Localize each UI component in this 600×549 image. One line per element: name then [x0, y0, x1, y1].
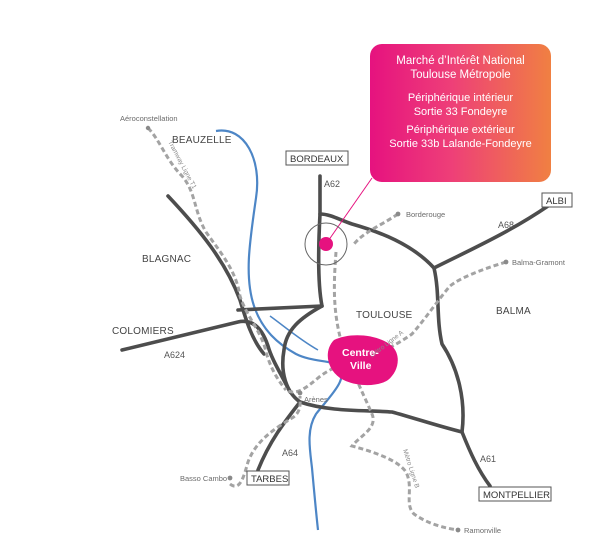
- info-exit1-line1: Périphérique intérieur: [407, 92, 514, 104]
- label-centre-ville-2: Ville: [350, 360, 372, 372]
- min-info-box: Marché d’Intérêt National Toulouse Métro…: [370, 44, 551, 182]
- min-marker-icon: [319, 237, 333, 251]
- label-balma-gramont: Balma-Gramont: [512, 258, 566, 267]
- label-a624: A624: [164, 350, 185, 360]
- station-dot-aeroconstellation: [145, 125, 151, 131]
- label-montpellier: MONTPELLIER: [483, 490, 550, 501]
- road-a624: [120, 319, 292, 394]
- label-albi: ALBI: [546, 196, 567, 207]
- info-exit2-line2: Sortie 33b Lalande-Fondeyre: [389, 138, 532, 150]
- info-exit1-line2: Sortie 33 Fondeyre: [413, 106, 508, 118]
- montpellier-box: [478, 486, 552, 502]
- station-dot-ramonville: [455, 527, 461, 533]
- road-blagnac-link: [236, 304, 324, 312]
- info-exit2-line1: Périphérique extérieur: [406, 124, 515, 136]
- tramway-t1-line: [146, 126, 288, 391]
- label-borderouge: Borderouge: [406, 210, 445, 219]
- label-beauzelle: BEAUZELLE: [172, 135, 232, 146]
- label-ramonville: Ramonville: [464, 526, 501, 535]
- info-title-line2: Toulouse Métropole: [410, 69, 511, 81]
- label-blagnac: BLAGNAC: [142, 254, 191, 265]
- label-arenes: Arènes: [304, 395, 328, 404]
- label-basso-cambo: Basso Cambo: [180, 474, 227, 483]
- label-bordeaux: BORDEAUX: [290, 154, 344, 165]
- label-a68: A68: [498, 220, 514, 230]
- roads: [120, 174, 550, 488]
- label-tarbes: TARBES: [251, 474, 288, 485]
- road-airport-axis: [166, 194, 266, 356]
- ring-road: [281, 212, 465, 434]
- road-a64: [256, 400, 302, 472]
- label-a64: A64: [282, 448, 298, 458]
- label-aeroconstellation: Aéroconstellation: [120, 114, 178, 123]
- station-dot-arenes: [297, 390, 303, 396]
- label-a62: A62: [324, 179, 340, 189]
- bordeaux-box: [285, 150, 349, 166]
- station-dot-balma-gramont: [503, 259, 509, 265]
- station-dot-borderouge: [395, 211, 401, 217]
- info-title-line1: Marché d’Intérêt National: [396, 55, 525, 67]
- station-dots: [145, 125, 509, 533]
- river-garonne: [215, 129, 343, 531]
- label-colomiers: COLOMIERS: [112, 326, 174, 337]
- label-a61: A61: [480, 454, 496, 464]
- tarbes-box: [246, 470, 290, 486]
- metro-b-line: [332, 251, 459, 532]
- min-marker-ring: [304, 222, 348, 266]
- basso-cambo-line: [229, 395, 302, 488]
- road-a61: [460, 430, 492, 488]
- label-centre-ville-1: Centre-: [342, 347, 379, 359]
- albi-box: [541, 192, 573, 208]
- label-balma: BALMA: [496, 306, 531, 317]
- centre-ville-area: [327, 335, 398, 386]
- marker-leader-line: [325, 177, 373, 245]
- station-dot-basso-cambo: [227, 475, 233, 481]
- river-branch: [269, 315, 319, 351]
- label-toulouse: TOULOUSE: [356, 310, 413, 321]
- road-a68: [432, 204, 550, 270]
